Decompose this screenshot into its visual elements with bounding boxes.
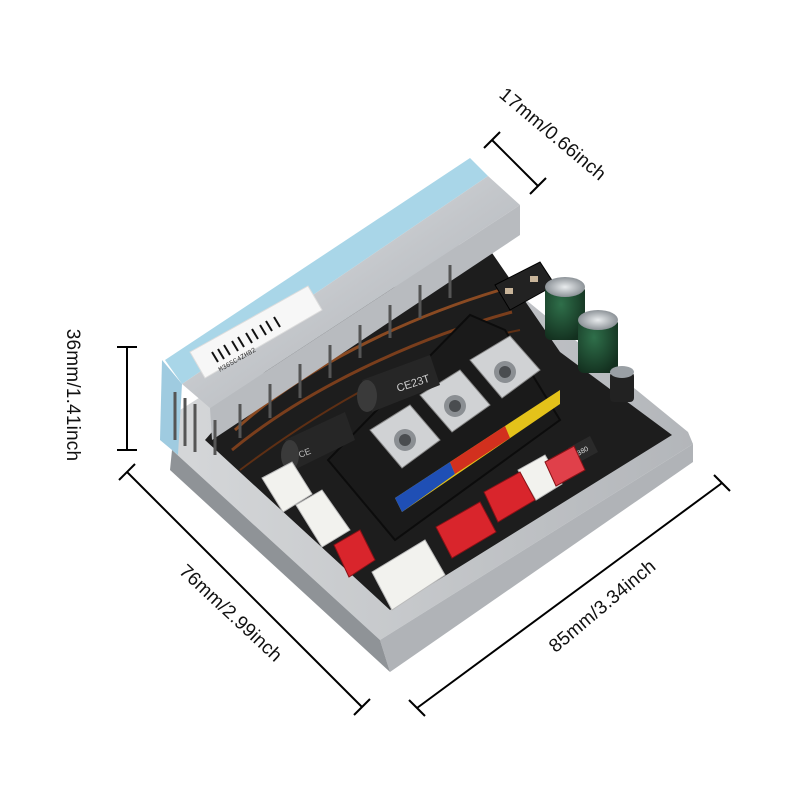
terminal-screw xyxy=(369,404,441,469)
connector-red xyxy=(483,471,536,523)
dimension-line-height xyxy=(117,346,137,451)
controller-board: M365C4ZH82 xyxy=(160,158,693,672)
heatsink xyxy=(182,176,520,408)
connector-white xyxy=(295,489,351,548)
terminal-screw xyxy=(469,335,541,399)
capacitor-large xyxy=(545,277,585,340)
connector-red xyxy=(333,529,376,578)
connector-white xyxy=(261,461,313,513)
power-terminal-block xyxy=(326,313,562,542)
height-dimension-label: 36mm/1.41inch xyxy=(62,328,83,462)
capacitor-black: CE xyxy=(281,412,355,470)
capacitor-marking-small: CE xyxy=(297,446,312,460)
connector-white xyxy=(371,539,446,611)
connector-red xyxy=(544,445,586,487)
connector-red xyxy=(435,501,497,559)
capacitor-small xyxy=(610,366,634,402)
dimension-line-length xyxy=(408,474,731,717)
capacitor-black: CE23T xyxy=(357,355,440,412)
dimension-line-width xyxy=(118,463,371,716)
capacitor-large xyxy=(578,310,618,373)
dimension-line-depth xyxy=(483,131,547,195)
